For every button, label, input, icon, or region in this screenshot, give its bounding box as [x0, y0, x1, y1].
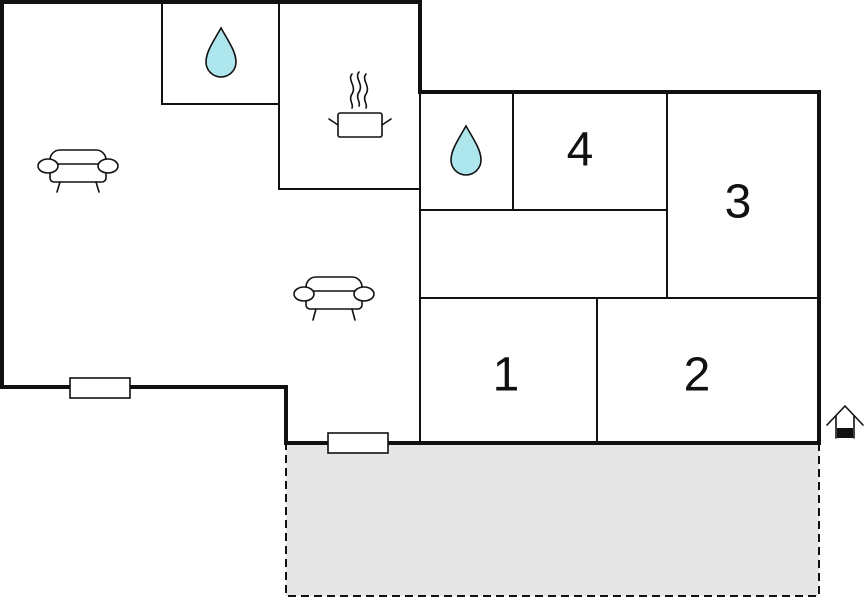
- water-drop-icon: [205, 26, 237, 78]
- sofa-icon: [293, 276, 375, 321]
- house-entrance-icon: [826, 404, 864, 439]
- room-number-3: 3: [725, 176, 752, 229]
- window-bottom: [327, 432, 389, 454]
- window-left: [69, 377, 131, 399]
- cooking-pot-icon: [328, 71, 392, 138]
- sofa-icon: [37, 149, 119, 193]
- room-number-4: 4: [567, 124, 594, 177]
- room-number-2: 2: [684, 349, 711, 402]
- inner-walls: [161, 2, 819, 443]
- water-drop-icon: [450, 124, 482, 176]
- room-number-1: 1: [493, 349, 520, 402]
- terrace-area: [285, 442, 820, 597]
